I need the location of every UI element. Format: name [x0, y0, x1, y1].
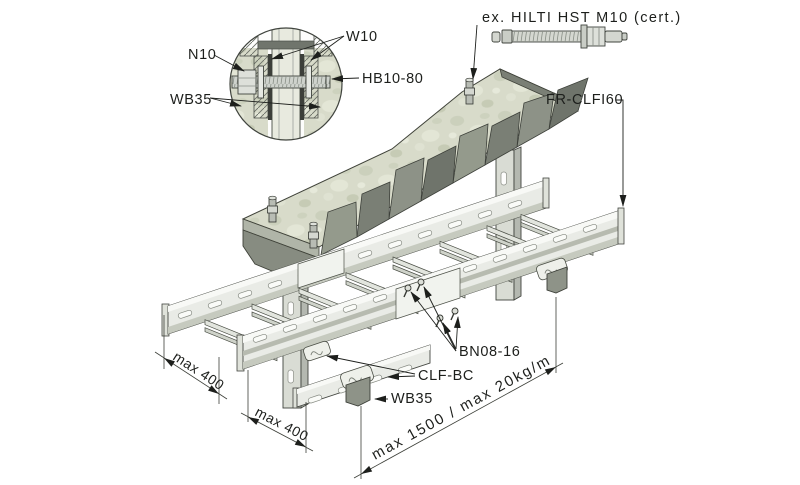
wb35-bracket [546, 266, 568, 294]
splice-plate [297, 248, 345, 289]
anchor-stud [464, 77, 475, 105]
leader-anchor-example [470, 24, 478, 80]
wb35-bracket [345, 376, 371, 407]
leader-hb10-80 [331, 75, 360, 82]
leader-w10-a [310, 35, 345, 61]
wall-detail-circle [229, 27, 343, 141]
cable-ladder [161, 177, 625, 409]
label-clf-bc: CLF-BC [418, 368, 474, 384]
slab-break-edge [320, 77, 589, 256]
anchor-stud [267, 195, 278, 223]
anchor-bolt-illustration [491, 24, 628, 49]
label-w10: W10 [346, 29, 378, 45]
leader-wb35-detail-b [209, 97, 321, 110]
leader-clf-bc-a [387, 373, 416, 380]
label-wb35-detail: WB35 [170, 92, 212, 108]
label-bn08-16: BN08-16 [459, 344, 520, 360]
label-anchor-example: ex. HILTI HST M10 (cert.) [482, 10, 682, 26]
leader-bn08-16-a [410, 291, 457, 352]
anchor-stud [308, 221, 319, 249]
label-profile: FR-CLFI60 [546, 92, 623, 108]
dim-span-line [353, 362, 564, 479]
leader-w10-b [271, 35, 345, 60]
label-n10: N10 [188, 47, 216, 63]
leader-bn08-16-b [423, 286, 457, 352]
leader-bn08-16-d [453, 316, 461, 350]
back-stringer [161, 177, 550, 337]
leader-clf-bc-b [326, 354, 416, 375]
leader-lines [209, 24, 627, 403]
bn08-16-screws [403, 278, 459, 328]
leader-bn08-16-c [442, 322, 457, 350]
clf-bc-clamp [303, 340, 331, 362]
leader-profile [616, 99, 627, 207]
label-hb10-80: HB10-80 [362, 71, 423, 87]
leader-n10 [213, 54, 245, 72]
leader-wb35-detail-a [209, 97, 242, 107]
label-wb35-bracket: WB35 [391, 391, 433, 407]
